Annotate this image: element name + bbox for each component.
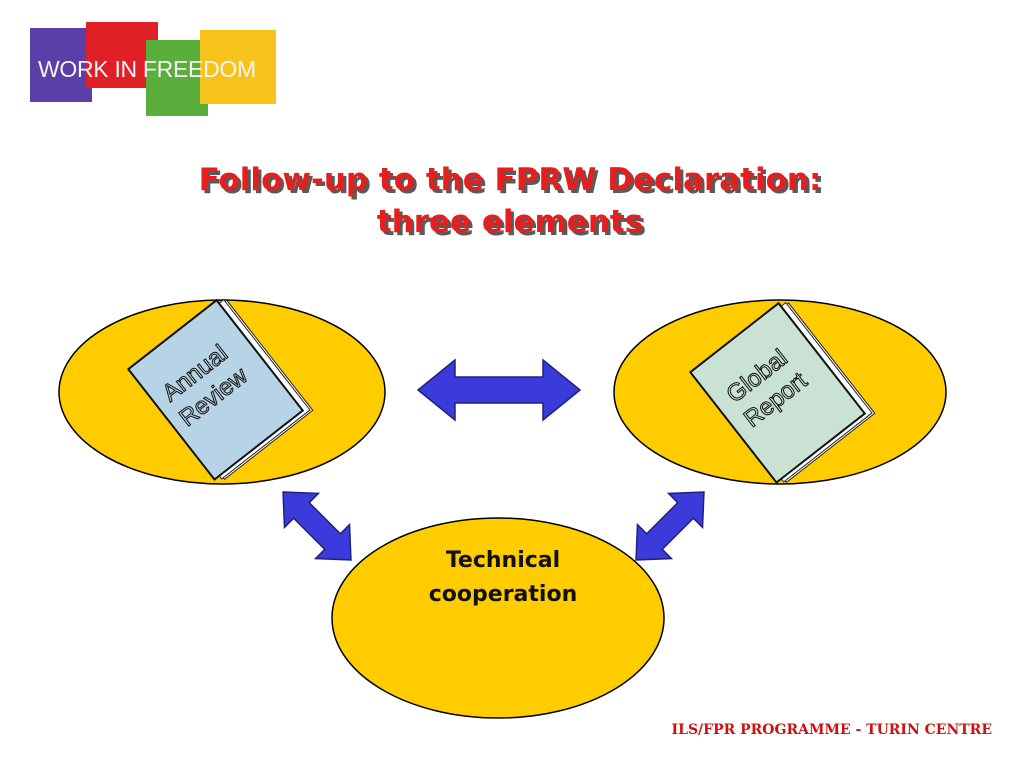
work-in-freedom-logo: WORK IN FREEDOM [0, 0, 300, 130]
logo-text: WORK IN FREEDOM [38, 56, 256, 82]
slide-title-line2: three elements [376, 204, 644, 240]
annual-review-book-icon: Annual Review [126, 298, 314, 481]
footer-text: ILS/FPR PROGRAMME - TURIN CENTRE [671, 722, 992, 738]
horizontal-double-arrow [416, 358, 582, 422]
global-report-book-icon: Global Report [688, 301, 876, 484]
technical-cooperation-label-2: cooperation [428, 582, 578, 607]
right-diagonal-double-arrow [635, 491, 705, 561]
technical-cooperation-node [331, 517, 665, 719]
logo-squares [30, 22, 276, 116]
left-diagonal-double-arrow [282, 491, 352, 561]
technical-cooperation-label-1: Technical [445, 548, 561, 573]
slide-title-line1: Follow-up to the FPRW Declaration: [198, 162, 822, 198]
